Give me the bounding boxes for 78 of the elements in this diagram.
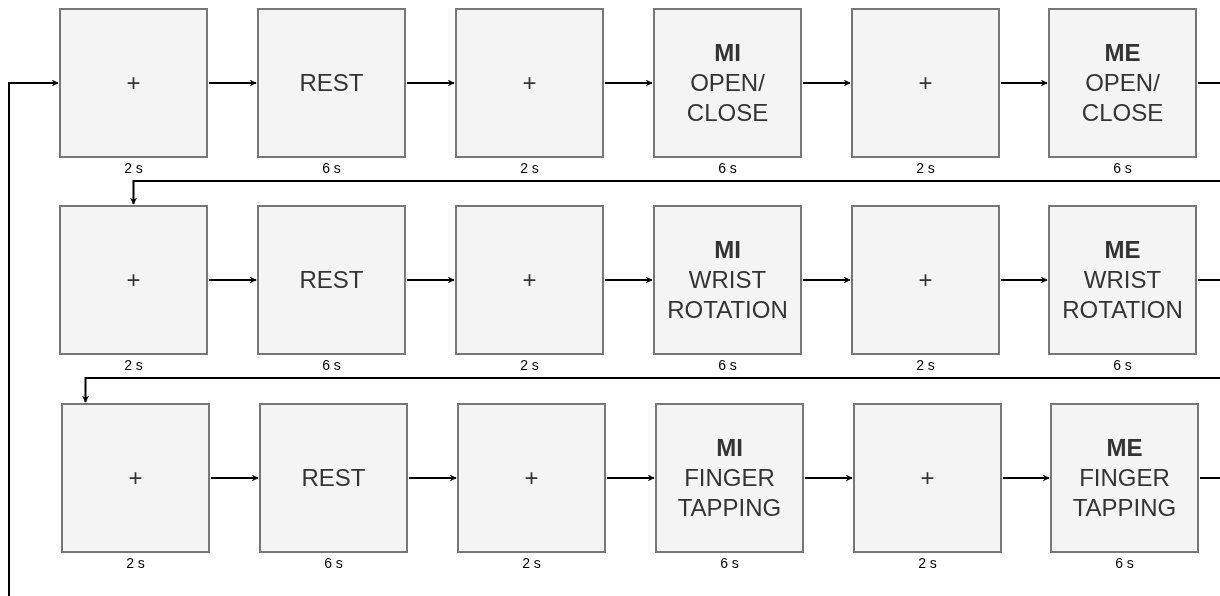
- step-label: +: [125, 68, 142, 98]
- duration-label: 6 s: [1112, 357, 1133, 373]
- step-box: [457, 403, 606, 553]
- step-box: [455, 205, 604, 355]
- step-label: OPEN/ CLOSE: [1080, 68, 1165, 128]
- duration-label: 6 s: [1114, 555, 1135, 571]
- arrow: [82, 279, 1220, 403]
- duration-label: 2 s: [125, 555, 146, 571]
- duration-label: 2 s: [519, 160, 540, 176]
- step-label: +: [521, 265, 538, 295]
- step-box: [851, 8, 1000, 158]
- step-box: [653, 205, 802, 355]
- step-label: +: [521, 68, 538, 98]
- step-box: [455, 8, 604, 158]
- arrow: [606, 474, 655, 482]
- duration-label: 6 s: [719, 555, 740, 571]
- step-box: [851, 205, 1000, 355]
- step-heading: ME: [1106, 433, 1143, 463]
- step-heading: MI: [714, 235, 741, 265]
- duration-label: 6 s: [1112, 160, 1133, 176]
- step-box: [61, 403, 210, 553]
- arrow: [802, 276, 851, 284]
- arrow: [604, 276, 653, 284]
- arrow: [1000, 276, 1048, 284]
- arrow: [804, 474, 853, 482]
- duration-label: 2 s: [521, 555, 542, 571]
- step-heading: MI: [716, 433, 743, 463]
- step-label: REST: [298, 265, 365, 295]
- duration-label: 2 s: [917, 555, 938, 571]
- step-label: REST: [298, 68, 365, 98]
- step-label: OPEN/ CLOSE: [685, 68, 770, 128]
- step-box: [59, 205, 208, 355]
- duration-label: 6 s: [717, 357, 738, 373]
- step-box: [257, 205, 406, 355]
- duration-label: 6 s: [321, 160, 342, 176]
- step-label: FINGER TAPPING: [1071, 463, 1178, 523]
- step-heading: MI: [714, 38, 741, 68]
- step-label: FINGER TAPPING: [676, 463, 783, 523]
- step-label: +: [523, 463, 540, 493]
- duration-label: 6 s: [321, 357, 342, 373]
- step-label: +: [919, 463, 936, 493]
- arrow: [604, 79, 653, 87]
- step-box: [259, 403, 408, 553]
- step-box: [59, 8, 208, 158]
- arrow: [8, 79, 59, 596]
- step-label: +: [125, 265, 142, 295]
- duration-label: 2 s: [123, 160, 144, 176]
- arrow: [1002, 474, 1050, 482]
- arrow: [408, 474, 457, 482]
- arrow: [406, 79, 455, 87]
- arrow: [208, 276, 257, 284]
- step-label: WRIST ROTATION: [666, 265, 789, 325]
- step-heading: ME: [1104, 38, 1141, 68]
- duration-label: 2 s: [519, 357, 540, 373]
- arrow: [130, 82, 1220, 205]
- step-label: WRIST ROTATION: [1061, 265, 1184, 325]
- step-heading: ME: [1104, 235, 1141, 265]
- step-label: +: [917, 265, 934, 295]
- arrow: [1000, 79, 1048, 87]
- arrow: [208, 79, 257, 87]
- step-label: +: [917, 68, 934, 98]
- arrow: [406, 276, 455, 284]
- duration-label: 6 s: [717, 160, 738, 176]
- step-label: +: [127, 463, 144, 493]
- step-box: [1048, 205, 1197, 355]
- step-box: [653, 8, 802, 158]
- step-box: [1048, 8, 1197, 158]
- step-box: [853, 403, 1002, 553]
- arrow: [802, 79, 851, 87]
- duration-label: 2 s: [915, 357, 936, 373]
- duration-label: 2 s: [123, 357, 144, 373]
- step-label: REST: [300, 463, 367, 493]
- step-box: [257, 8, 406, 158]
- step-box: [1050, 403, 1199, 553]
- arrow: [210, 474, 259, 482]
- duration-label: 6 s: [323, 555, 344, 571]
- step-box: [655, 403, 804, 553]
- duration-label: 2 s: [915, 160, 936, 176]
